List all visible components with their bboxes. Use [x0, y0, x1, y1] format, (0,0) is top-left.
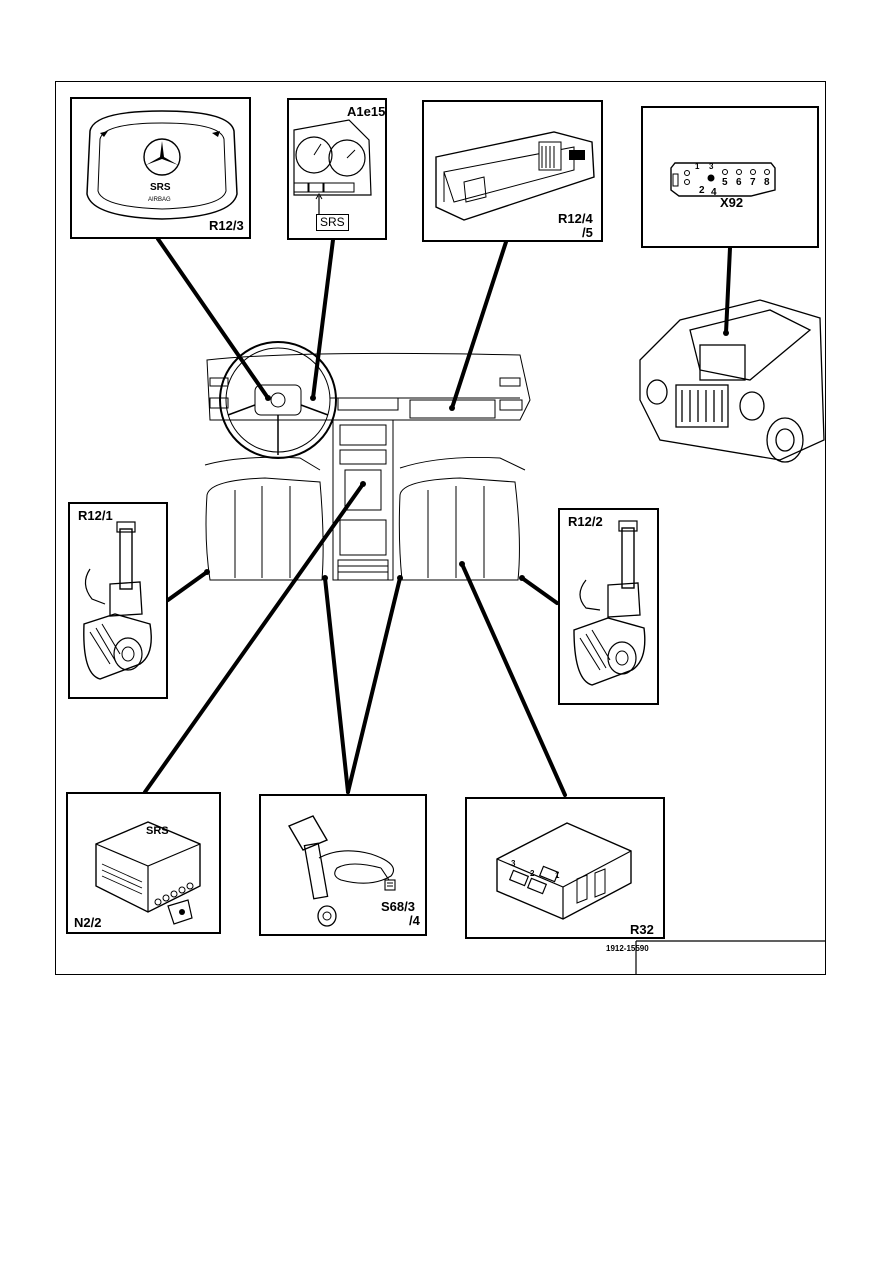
- connector-illustration: [496, 822, 632, 920]
- passenger-airbag-box: R12/4 /5: [422, 100, 603, 242]
- tensioner-left-label: R12/1: [78, 508, 113, 523]
- buckle-switch-box: S68/3 /4: [259, 794, 427, 936]
- buckle-switch-label-line1: S68/3: [381, 899, 415, 914]
- connector-label: R32: [630, 922, 654, 937]
- srs-indicator-label: SRS: [316, 214, 349, 231]
- connector-pin-2: 2: [530, 869, 535, 878]
- passenger-airbag-label-line1: R12/4: [558, 211, 593, 226]
- tensioner-left-box: R12/1: [68, 502, 168, 699]
- control-unit-srs-text: SRS: [146, 825, 169, 837]
- x92-pin-6: 6: [736, 177, 742, 188]
- diagnostic-socket-label: X92: [720, 195, 744, 210]
- x92-pin-1: 1: [695, 162, 700, 171]
- airbag-steering-wheel-box: SRS AIRBAG R12/3: [70, 97, 251, 239]
- diagnostic-socket-box: 1 3 2 4 5 6 7 8 X92: [641, 106, 819, 248]
- connector-pin-1: 1: [555, 871, 560, 880]
- tensioner-right-illustration: [573, 520, 646, 686]
- airbag-emblem-subtext: AIRBAG: [148, 197, 171, 203]
- buckle-switch-label-line2: /4: [409, 913, 420, 928]
- control-unit-box: SRS N2/2: [66, 792, 221, 934]
- connector-box: 3 2 1 R32: [465, 797, 665, 939]
- leader-lines: [143, 237, 732, 797]
- connector-pin-3: 3: [511, 859, 516, 868]
- control-unit-illustration: [95, 821, 201, 925]
- tensioner-left-illustration: [83, 521, 152, 680]
- passenger-airbag-label-line2: /5: [582, 225, 593, 240]
- x92-pin-3: 3: [709, 162, 714, 171]
- reference-number: 1912-15590: [606, 944, 649, 953]
- instrument-cluster-illustration: [293, 119, 372, 214]
- diagram-frame: [55, 81, 826, 975]
- control-unit-label: N2/2: [74, 915, 102, 930]
- passenger-airbag-illustration: [435, 131, 595, 221]
- airbag-steering-wheel-label: R12/3: [209, 218, 244, 233]
- diagnostic-socket-illustration: [670, 162, 776, 197]
- airbag-emblem-text: SRS: [150, 182, 171, 193]
- x92-pin-7: 7: [750, 177, 756, 188]
- x92-pin-5: 5: [722, 177, 728, 188]
- tensioner-right-label: R12/2: [568, 514, 603, 529]
- instrument-cluster-box: A1e15 SRS: [287, 98, 387, 240]
- x92-pin-8: 8: [764, 177, 770, 188]
- x92-pin-4: 4: [711, 187, 717, 198]
- instrument-cluster-label: A1e15: [347, 104, 386, 119]
- x92-pin-2: 2: [699, 185, 705, 196]
- airbag-steering-wheel-illustration: [86, 110, 238, 220]
- tensioner-right-box: R12/2: [558, 508, 659, 705]
- buckle-switch-illustration: [287, 815, 396, 927]
